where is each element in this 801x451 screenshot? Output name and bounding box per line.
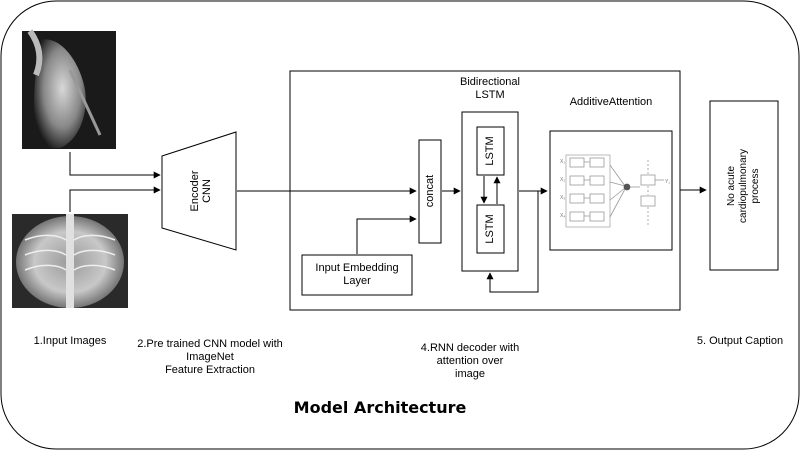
svg-text:X₂: X₂	[560, 177, 565, 183]
encoder-cnn-block	[161, 131, 237, 251]
embedding-label: Input Embedding Layer	[315, 262, 399, 287]
output-caption-text: No acute cardiopulmonary process	[726, 149, 761, 223]
arrow-embedding-to-concat	[356, 215, 417, 254]
arrow-image1-to-encoder	[69, 152, 161, 179]
lstm-bottom-cell	[476, 204, 505, 254]
concat-block	[418, 139, 442, 244]
svg-text:X₄: X₄	[560, 213, 565, 219]
step-output-caption: 5. Output Caption	[696, 335, 784, 347]
attention-mechanism-figure: X₁ X₂ X₃ X₄ Y₁	[560, 154, 670, 228]
encoder-label: Encoder CNN	[189, 170, 213, 212]
attention-block	[549, 130, 673, 251]
lstm-top-label: LSTM	[484, 136, 496, 166]
output-caption-block	[709, 100, 779, 271]
arrow-image2-to-encoder	[69, 186, 161, 212]
svg-text:X₁: X₁	[560, 159, 565, 165]
step-rnn-decoder: 4.RNN decoder with attention over image	[420, 342, 520, 380]
feedback-loop-arrow	[486, 191, 539, 293]
step-cnn-feature-extraction: 2.Pre trained CNN model with ImageNet Fe…	[137, 338, 283, 376]
step-input-images: 1.Input Images	[33, 335, 107, 347]
lstm-bottom-label: LSTM	[484, 214, 496, 244]
svg-text:Y₁: Y₁	[665, 179, 670, 185]
diagram-title: Model Architecture	[293, 398, 467, 417]
xray-frontal-image	[12, 214, 128, 308]
xray-lateral-image	[22, 29, 116, 149]
embedding-layer-block	[301, 254, 413, 296]
attention-label: AdditiveAttention	[569, 96, 653, 108]
concat-label: concat	[424, 174, 436, 208]
svg-text:X₃: X₃	[560, 195, 565, 201]
lstm-top-cell	[476, 126, 505, 176]
bidirectional-lstm-label: Bidirectional LSTM	[460, 76, 520, 101]
